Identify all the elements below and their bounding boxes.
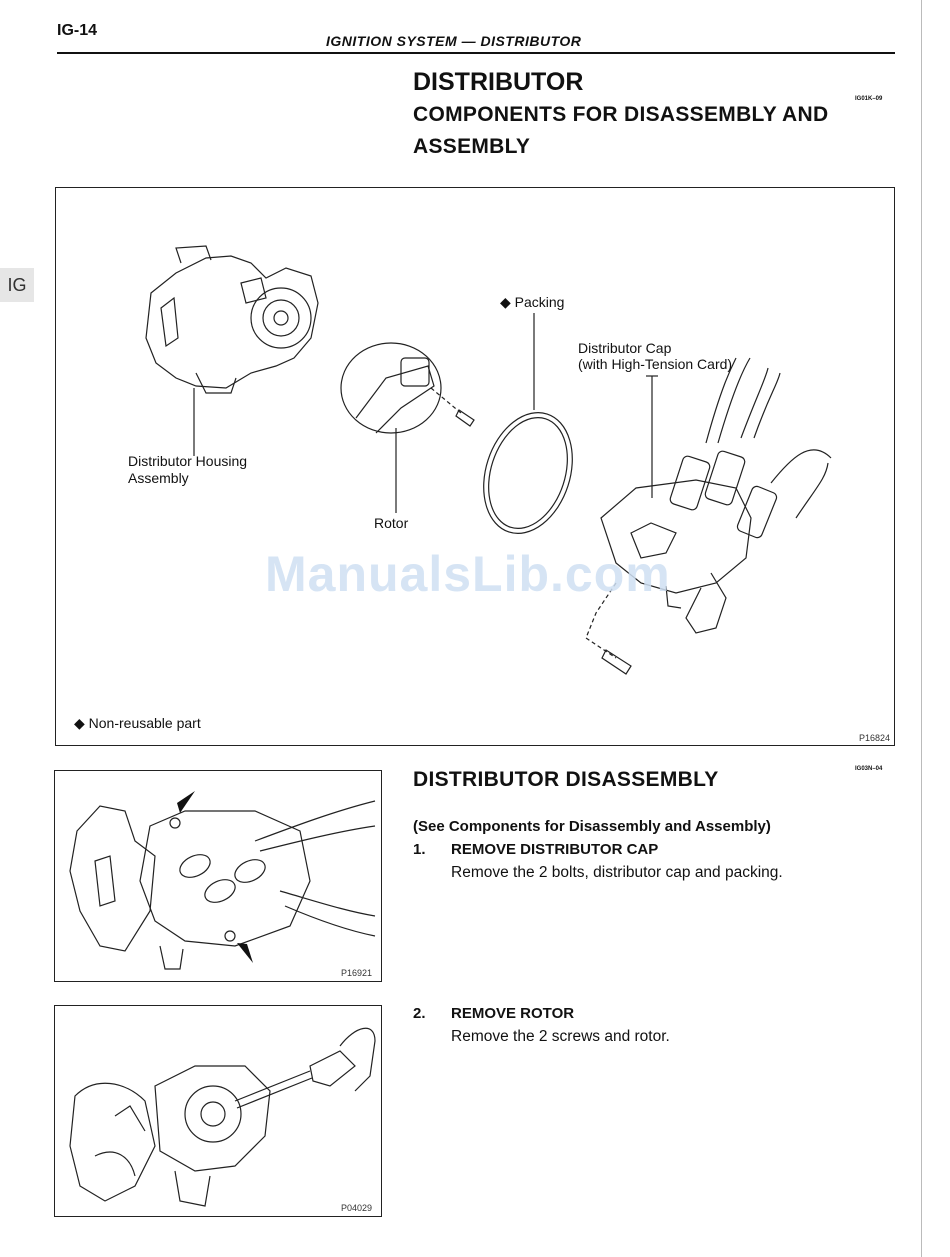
page-edge-line <box>921 0 922 1257</box>
figure-1-id: P16921 <box>341 968 373 978</box>
section-code: IG03N–04 <box>855 766 883 772</box>
components-figure: ◆ Packing Distributor Cap (with High-Ten… <box>55 187 895 746</box>
step-2-heading: REMOVE ROTOR <box>451 1005 575 1022</box>
distributor-housing-drawing <box>145 245 319 394</box>
figure-remove-cap: P16921 <box>54 770 382 982</box>
watermark: ManualsLib.com <box>265 546 671 602</box>
page-title: DISTRIBUTOR <box>413 68 584 96</box>
label-cap-line2: (with High-Tension Card) <box>578 356 733 372</box>
running-head: IGNITION SYSTEM — DISTRIBUTOR <box>326 33 582 49</box>
doc-code: IG01K–09 <box>855 96 883 102</box>
label-housing-line2: Assembly <box>128 470 189 486</box>
section-tab: IG <box>0 268 34 302</box>
page-subtitle: COMPONENTS FOR DISASSEMBLY AND ASSEMBLY <box>413 103 829 158</box>
step-1-text: Remove the 2 bolts, distributor cap and … <box>451 864 783 881</box>
step-1-number: 1. <box>413 841 426 858</box>
figure-remove-rotor: P04029 <box>54 1005 382 1217</box>
header-rule <box>57 52 895 54</box>
packing-drawing <box>483 412 573 534</box>
section-title: DISTRIBUTOR DISASSEMBLY <box>413 768 719 791</box>
label-packing: ◆ Packing <box>500 294 565 310</box>
label-cap-line1: Distributor Cap <box>578 340 672 356</box>
figure-id: P16824 <box>859 733 891 743</box>
rotor-drawing <box>340 342 475 434</box>
step-2-text: Remove the 2 screws and rotor. <box>451 1028 670 1045</box>
section-reference: (See Components for Disassembly and Asse… <box>413 818 771 835</box>
label-housing-line1: Distributor Housing <box>128 453 248 469</box>
distributor-cap-drawing <box>585 357 832 675</box>
label-rotor: Rotor <box>374 515 409 531</box>
step-1-heading: REMOVE DISTRIBUTOR CAP <box>451 841 659 858</box>
remove-rotor-drawing <box>69 1027 376 1207</box>
step-2-number: 2. <box>413 1005 426 1022</box>
exploded-view-drawing <box>145 245 832 675</box>
page-number: IG-14 <box>57 22 98 39</box>
figure-2-id: P04029 <box>341 1203 373 1213</box>
label-non-reusable-note: ◆ Non-reusable part <box>74 715 201 731</box>
remove-cap-drawing <box>69 791 376 970</box>
